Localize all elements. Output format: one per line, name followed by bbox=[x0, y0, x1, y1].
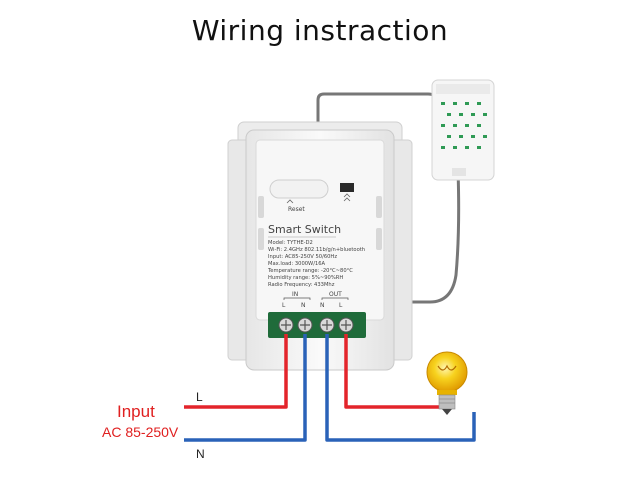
live-wire-in bbox=[184, 334, 288, 409]
terminal-block bbox=[268, 312, 366, 338]
live-wire-out bbox=[344, 334, 440, 409]
neutral-label: N bbox=[196, 447, 205, 461]
terminal-label: N bbox=[301, 302, 306, 309]
spec-line: Wi-Fi: 2.4GHz 802.11b/g/n+bluetooth bbox=[268, 247, 365, 253]
spec-line: Radio Frequency: 433Mhz bbox=[268, 282, 335, 288]
neutral-wire-in bbox=[184, 334, 307, 442]
in-label: IN bbox=[292, 291, 298, 298]
input-label: Input bbox=[117, 402, 155, 421]
neutral-wire-out bbox=[325, 334, 476, 442]
terminal-label: L bbox=[282, 302, 286, 309]
live-label: L bbox=[196, 390, 203, 404]
spec-line: Temperature range: -20°C~80°C bbox=[267, 268, 353, 274]
terminal-label: N bbox=[320, 302, 325, 309]
smart-switch-device: Reset Smart Switch Model: TYTHE-D2 Wi-Fi… bbox=[227, 121, 413, 371]
reset-label: Reset bbox=[288, 206, 305, 213]
brand-label: Smart Switch bbox=[268, 223, 341, 236]
temperature-sensor bbox=[431, 79, 495, 181]
spec-line: Max.load: 3000W/16A bbox=[268, 261, 326, 267]
terminal-screws bbox=[278, 317, 354, 333]
spec-line: Humidity range: 5%~90%RH bbox=[268, 275, 343, 281]
page-title: Wiring instraction bbox=[191, 14, 449, 47]
spec-line: Model: TYTHE-D2 bbox=[268, 240, 313, 246]
spec-line: Input: AC85-250V 50/60Hz bbox=[268, 254, 337, 260]
voltage-label: AC 85-250V bbox=[102, 424, 179, 440]
light-bulb-icon bbox=[426, 351, 468, 415]
spec-list: Model: TYTHE-D2 Wi-Fi: 2.4GHz 802.11b/g/… bbox=[267, 240, 365, 288]
out-label: OUT bbox=[329, 291, 342, 298]
terminal-label: L bbox=[339, 302, 343, 309]
